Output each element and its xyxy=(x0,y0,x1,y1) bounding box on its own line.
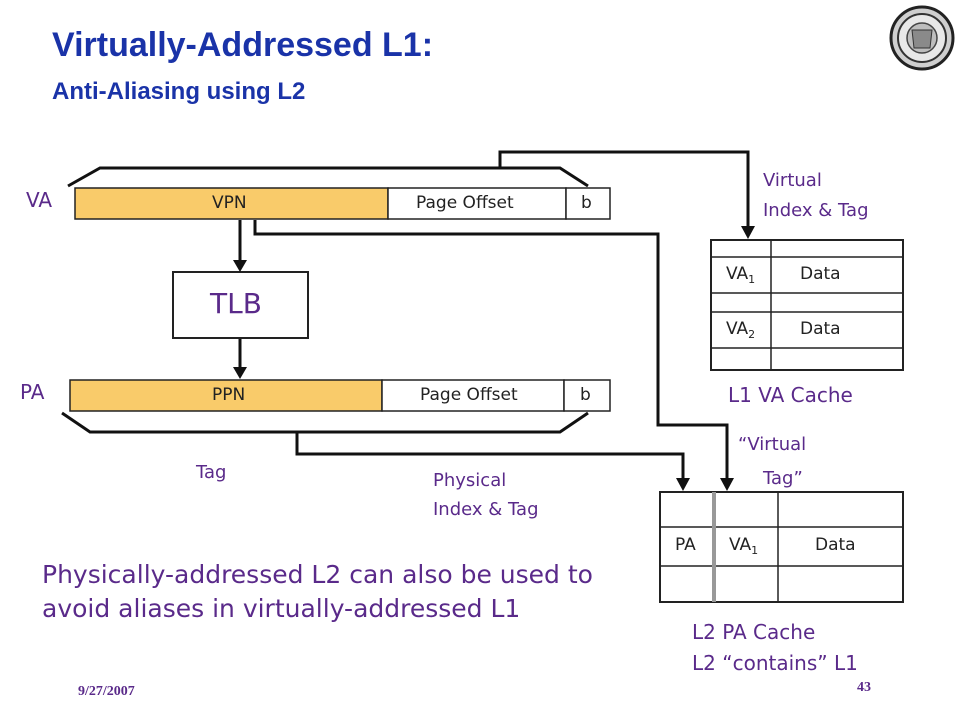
pa-label: PA xyxy=(20,380,45,404)
l2-cache-table xyxy=(659,491,904,603)
l1-row2-va: VA2 xyxy=(726,319,756,341)
l1-row2-data: Data xyxy=(800,319,841,339)
pa-page-offset-field xyxy=(381,379,565,412)
pa-bracket xyxy=(61,411,589,434)
physical-index-tag-label-line2: Index & Tag xyxy=(433,499,539,520)
va-page-offset-label: Page Offset xyxy=(416,193,514,213)
l1-row1-va: VA1 xyxy=(726,264,756,286)
tag-label: Tag xyxy=(196,462,227,483)
physical-index-tag-label-line1: Physical xyxy=(433,470,507,491)
arrow-tlb-to-ppn xyxy=(233,367,247,379)
l1-row1-data: Data xyxy=(800,264,841,284)
l2-cache-caption-line1: L2 PA Cache xyxy=(692,620,816,644)
va-b-field xyxy=(565,187,611,220)
virtual-index-tag-label-line1: Virtual xyxy=(763,170,822,191)
vpn-label: VPN xyxy=(212,193,247,213)
l2-cache-caption-line2: L2 “contains” L1 xyxy=(692,651,858,675)
l2-row-data: Data xyxy=(815,535,856,555)
slide-page-number: 43 xyxy=(857,680,871,695)
arrow-va-to-l1 xyxy=(741,226,755,239)
virtual-index-tag-label-line2: Index & Tag xyxy=(763,200,869,221)
arrow-virtual-tag-to-l2 xyxy=(720,478,734,491)
explanation-note: Physically-addressed L2 can also be used… xyxy=(42,560,593,623)
va-page-offset-field xyxy=(387,187,567,220)
pa-b-field xyxy=(563,379,611,412)
l2-row-va: VA1 xyxy=(729,535,759,557)
pa-page-offset-label: Page Offset xyxy=(420,385,518,405)
va-label: VA xyxy=(26,188,53,212)
arrow-pa-to-l2 xyxy=(676,478,690,491)
va-b-label: b xyxy=(581,193,592,213)
ppn-field xyxy=(69,379,383,412)
l1-cache-caption: L1 VA Cache xyxy=(728,383,853,407)
pa-b-label: b xyxy=(580,385,591,405)
slide-subtitle: Anti-Aliasing using L2 xyxy=(52,78,306,105)
ppn-label: PPN xyxy=(212,385,246,405)
virtual-tag-label-line1: “Virtual xyxy=(738,434,807,455)
va-bracket xyxy=(67,166,589,188)
slide-date: 9/27/2007 xyxy=(78,684,135,699)
tlb-box xyxy=(172,271,309,339)
vpn-field xyxy=(74,187,389,220)
slide-title: Virtually-Addressed L1: xyxy=(52,26,434,64)
arrow-vpn-to-tlb xyxy=(233,260,247,272)
virtual-tag-label-line2: Tag” xyxy=(763,468,803,489)
l1-cache-table xyxy=(710,239,904,371)
l2-row-pa: PA xyxy=(675,535,696,555)
tlb-label: TLB xyxy=(210,287,262,320)
